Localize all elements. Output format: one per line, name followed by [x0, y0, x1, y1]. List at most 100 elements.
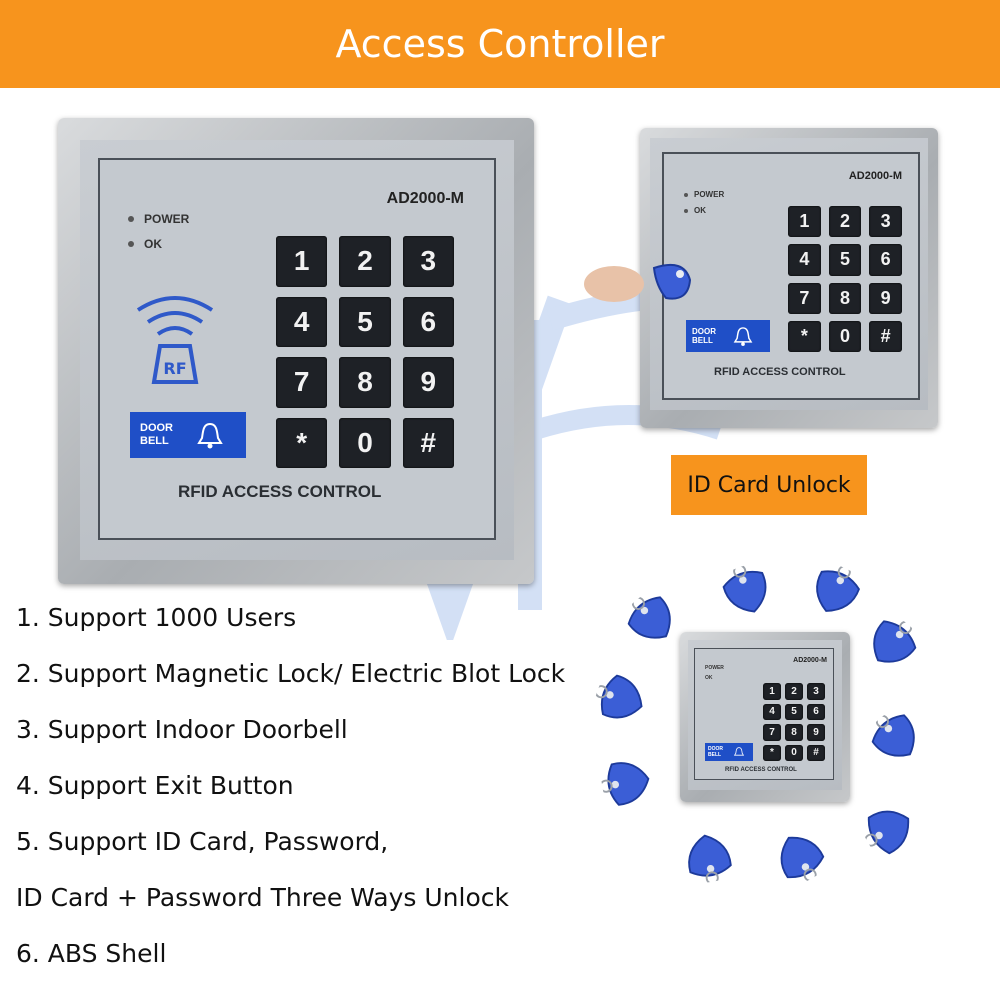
bell-icon — [197, 422, 223, 449]
rfid-keyfob-icon — [627, 596, 671, 639]
feature-item: 6. ABS Shell — [16, 939, 167, 968]
power-label: POWER — [144, 212, 190, 226]
key-1[interactable]: 1 — [763, 683, 781, 700]
rfid-keyfob-icon — [864, 810, 910, 855]
small-keypad-device: POWER OK AD2000-M 1 2 3 4 5 6 7 8 9 * 0 … — [640, 128, 938, 428]
feature-item: 1. Support 1000 Users — [16, 603, 297, 632]
key-6[interactable]: 6 — [807, 703, 825, 720]
power-label: POWER — [705, 665, 724, 671]
key-9[interactable]: 9 — [869, 282, 902, 314]
key-2[interactable]: 2 — [785, 683, 803, 700]
rfid-keyfob-icon — [816, 565, 860, 612]
feature-list: 1. Support 1000 Users 2. Support Magneti… — [16, 598, 565, 990]
rfid-access-control-label: RFID ACCESS CONTROL — [725, 767, 797, 773]
key-3[interactable]: 3 — [402, 236, 454, 287]
key-0[interactable]: 0 — [339, 417, 391, 468]
id-card-unlock-label: ID Card Unlock — [687, 472, 851, 498]
rfid-keyfob-icon — [599, 762, 650, 806]
power-indicator: POWER — [128, 212, 189, 226]
header-banner: Access Controller — [0, 0, 1000, 88]
key-3[interactable]: 3 — [869, 206, 902, 238]
power-indicator: POWER — [705, 665, 724, 671]
device-face: AD2000-M POWER OK 1 2 3 4 5 6 7 8 9 * 0 … — [688, 640, 842, 790]
bell-label-line2: BELL — [140, 435, 169, 447]
model-label: AD2000-M — [793, 657, 827, 664]
key-7[interactable]: 7 — [276, 357, 328, 408]
doorbell-button[interactable]: DOOR BELL — [705, 743, 753, 761]
bell-label-line2: BELL — [692, 336, 713, 345]
keypad: 1 2 3 4 5 6 7 8 9 * 0 # — [788, 206, 902, 352]
ok-label: OK — [705, 675, 713, 681]
feature-item: ID Card + Password Three Ways Unlock — [16, 883, 509, 912]
key-8[interactable]: 8 — [785, 724, 803, 741]
key-9[interactable]: 9 — [807, 724, 825, 741]
bell-label-line2: BELL — [708, 752, 722, 758]
rfid-keyfob-icon — [873, 620, 917, 663]
bell-label-line1: DOOR — [140, 422, 173, 434]
rfid-keyfob-icon — [871, 714, 915, 757]
key-star[interactable]: * — [788, 320, 821, 352]
doorbell-button[interactable]: DOOR BELL — [130, 412, 246, 458]
bell-icon — [733, 747, 745, 756]
key-8[interactable]: 8 — [339, 357, 391, 408]
model-label: AD2000-M — [848, 170, 902, 182]
keypad: 1 2 3 4 5 6 7 8 9 * 0 # — [276, 236, 454, 468]
rfid-keyfob-icon — [780, 836, 825, 882]
key-4[interactable]: 4 — [788, 244, 821, 276]
device-inner-panel: POWER OK AD2000-M 1 2 3 4 5 6 7 8 9 * 0 … — [662, 152, 920, 400]
key-5[interactable]: 5 — [339, 296, 391, 347]
rfid-keyfob-icon — [688, 834, 732, 885]
doorbell-button[interactable]: DOOR BELL — [686, 320, 770, 352]
model-label: AD2000-M — [386, 190, 464, 207]
power-led-icon — [684, 192, 688, 197]
key-hash[interactable]: # — [402, 417, 454, 468]
key-3[interactable]: 3 — [807, 683, 825, 700]
id-card-unlock-tag: ID Card Unlock — [671, 455, 867, 515]
key-0[interactable]: 0 — [785, 744, 803, 761]
key-hash[interactable]: # — [807, 744, 825, 761]
key-4[interactable]: 4 — [276, 296, 328, 347]
device-face: POWER OK AD2000-M 1 2 3 4 5 6 7 8 9 * 0 … — [80, 140, 514, 560]
ok-label: OK — [694, 206, 706, 215]
key-hash[interactable]: # — [869, 320, 902, 352]
key-2[interactable]: 2 — [339, 236, 391, 287]
fob-kit-device: AD2000-M POWER OK 1 2 3 4 5 6 7 8 9 * 0 … — [680, 632, 850, 802]
key-1[interactable]: 1 — [788, 206, 821, 238]
ok-led-icon — [684, 208, 688, 213]
key-7[interactable]: 7 — [788, 282, 821, 314]
device-inner-panel: AD2000-M POWER OK 1 2 3 4 5 6 7 8 9 * 0 … — [694, 648, 834, 780]
key-8[interactable]: 8 — [828, 282, 862, 314]
page-title: Access Controller — [335, 22, 665, 66]
feature-item: 4. Support Exit Button — [16, 771, 294, 800]
ok-indicator: OK — [684, 206, 706, 215]
key-star[interactable]: * — [763, 744, 781, 761]
key-2[interactable]: 2 — [828, 206, 862, 238]
key-7[interactable]: 7 — [763, 724, 781, 741]
ok-led-icon — [128, 241, 134, 247]
hand-holding-card-icon — [584, 264, 692, 302]
key-5[interactable]: 5 — [828, 244, 862, 276]
key-6[interactable]: 6 — [402, 296, 454, 347]
power-indicator: POWER — [684, 190, 724, 199]
key-star[interactable]: * — [276, 417, 328, 468]
power-led-icon — [128, 216, 134, 222]
key-1[interactable]: 1 — [276, 236, 328, 287]
power-label: POWER — [694, 190, 725, 199]
feature-item: 2. Support Magnetic Lock/ Electric Blot … — [16, 659, 566, 688]
bell-label-line1: DOOR — [692, 327, 716, 336]
key-5[interactable]: 5 — [785, 703, 803, 720]
device-face: POWER OK AD2000-M 1 2 3 4 5 6 7 8 9 * 0 … — [650, 138, 928, 410]
ok-label: OK — [144, 237, 162, 251]
rf-text: RF — [163, 359, 186, 378]
key-0[interactable]: 0 — [828, 320, 862, 352]
feature-item: 3. Support Indoor Doorbell — [16, 715, 348, 744]
device-inner-panel: POWER OK AD2000-M 1 2 3 4 5 6 7 8 9 * 0 … — [98, 158, 496, 540]
keypad: 1 2 3 4 5 6 7 8 9 * 0 # — [763, 683, 825, 761]
ok-indicator: OK — [705, 675, 713, 681]
key-6[interactable]: 6 — [869, 244, 902, 276]
key-4[interactable]: 4 — [763, 703, 781, 720]
rfid-access-control-label: RFID ACCESS CONTROL — [714, 366, 846, 378]
key-9[interactable]: 9 — [402, 357, 454, 408]
rf-wave-icon: RF — [136, 296, 214, 384]
bell-label-line1: DOOR — [708, 746, 723, 752]
